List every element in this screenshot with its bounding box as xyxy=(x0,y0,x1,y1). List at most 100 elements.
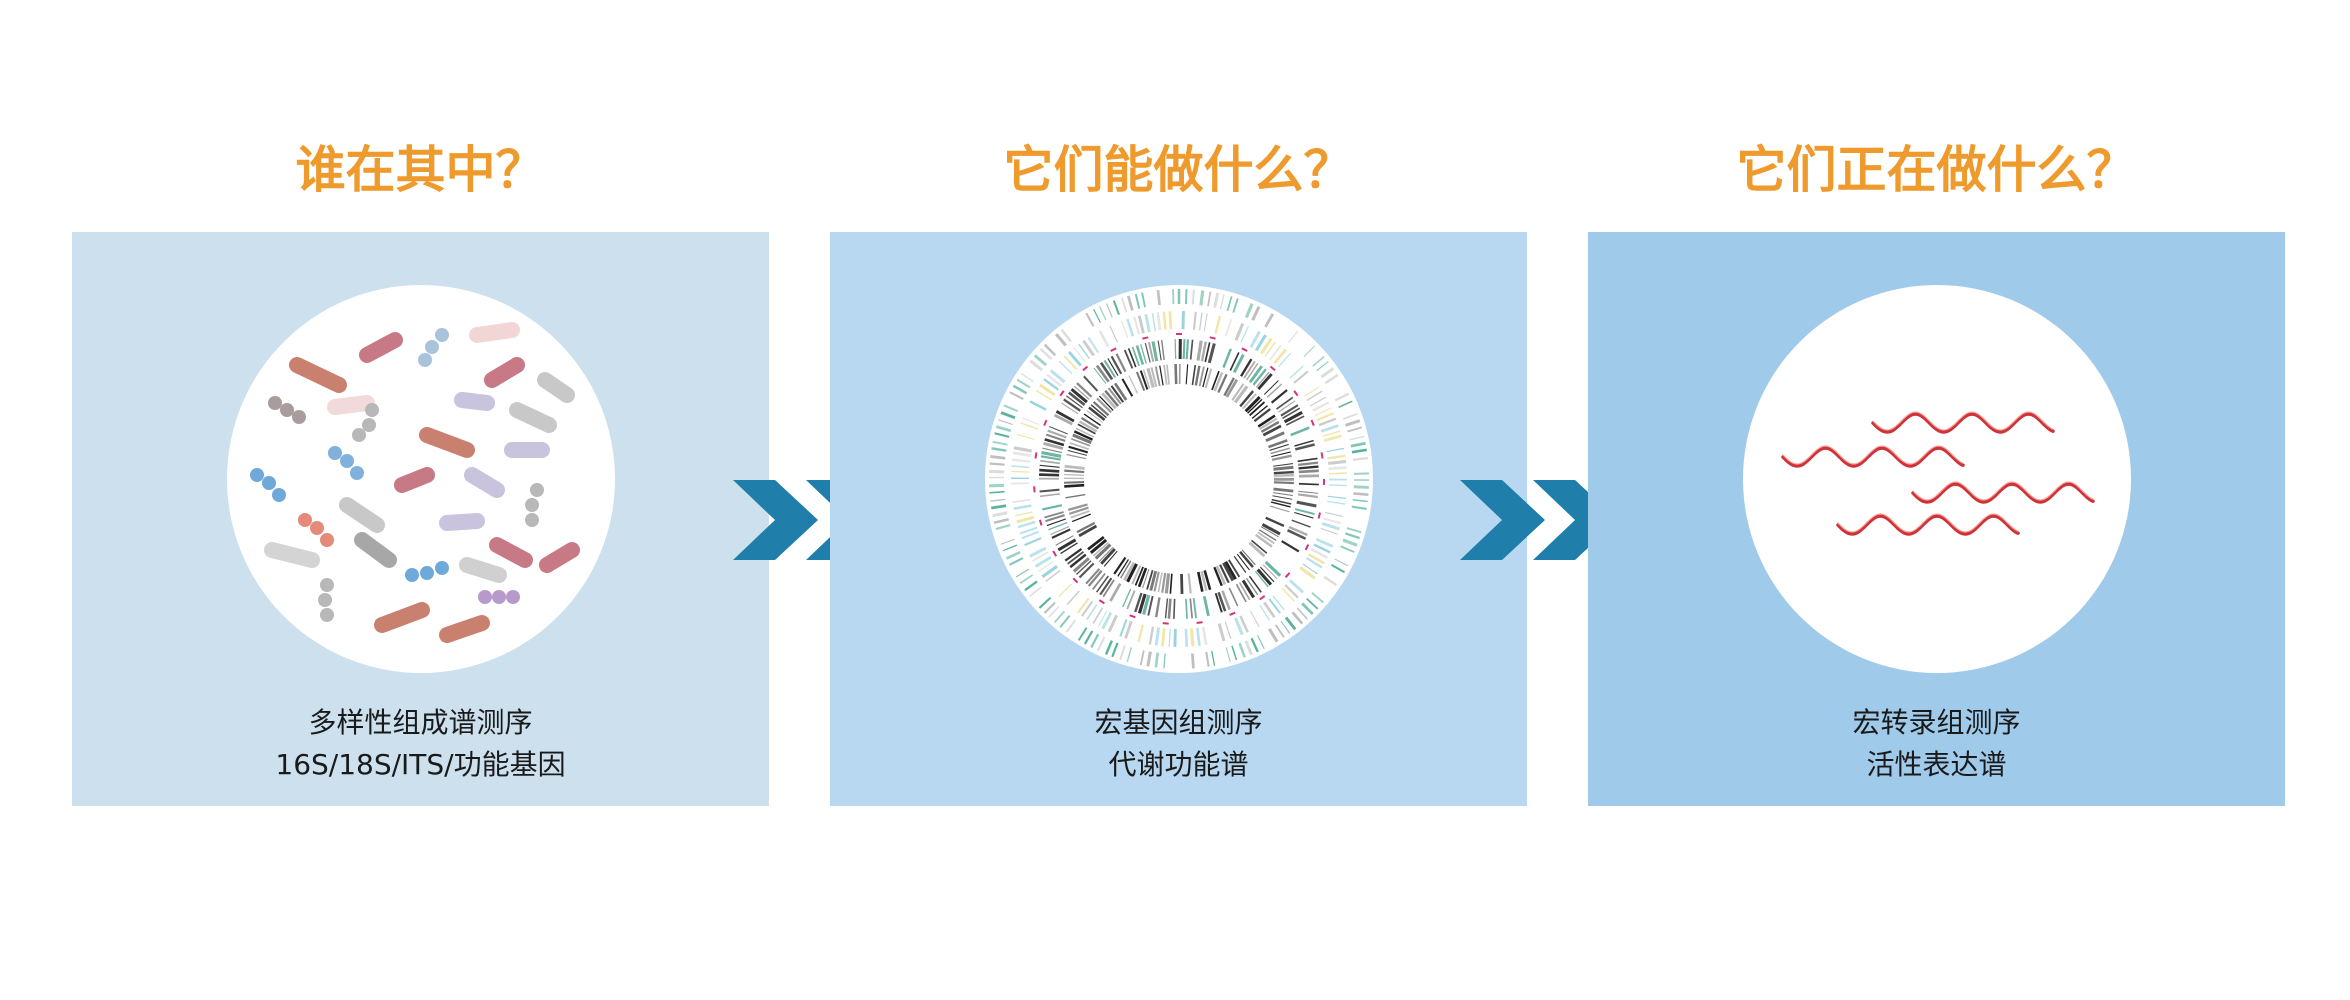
genome-tick xyxy=(1260,337,1273,355)
genome-tick xyxy=(1065,493,1086,499)
genome-tick xyxy=(1284,616,1297,631)
genome-tick xyxy=(1043,378,1060,391)
genome-tick xyxy=(1005,551,1021,560)
genome-tick xyxy=(1282,407,1301,420)
genome-tick xyxy=(1142,594,1151,615)
genome-tick xyxy=(1070,437,1091,447)
genome-tick xyxy=(1254,334,1267,352)
genome-tick xyxy=(1223,377,1235,397)
stage-2-caption-line1: 宏基因组测序 xyxy=(1094,706,1263,739)
genome-tick xyxy=(1081,600,1094,617)
genome-tick xyxy=(1097,610,1108,627)
genome-tick xyxy=(1291,519,1311,528)
genome-tick xyxy=(1239,390,1255,408)
genome-tick xyxy=(1344,532,1360,540)
genome-tick xyxy=(1077,627,1088,641)
genome-tick xyxy=(1196,340,1203,361)
genome-tick xyxy=(1191,289,1195,305)
genome-tick xyxy=(1066,453,1087,460)
genome-tick xyxy=(1327,495,1346,500)
genome-tick xyxy=(1067,449,1088,456)
genome-tick xyxy=(1249,610,1260,627)
genome-tick xyxy=(1320,527,1338,535)
genome-tick xyxy=(993,517,1009,524)
genome-tick xyxy=(1080,417,1100,430)
genome-tick xyxy=(1271,498,1292,505)
genome-tick xyxy=(1245,362,1259,381)
genome-tick xyxy=(1221,590,1231,610)
genome-tick xyxy=(1126,563,1138,583)
genome-tick xyxy=(1273,470,1294,475)
genome-tick xyxy=(1109,325,1118,343)
genome-tick xyxy=(1296,607,1308,620)
genome-tick xyxy=(1142,568,1150,589)
genome-tick xyxy=(1137,593,1147,614)
genome-tick xyxy=(1226,296,1233,312)
genome-tick xyxy=(1019,526,1038,535)
genome-tick xyxy=(1249,330,1261,349)
genome-tick xyxy=(1168,311,1173,330)
genome-tick xyxy=(1238,642,1246,658)
genome-tick xyxy=(994,432,1010,438)
genome-tick xyxy=(1248,365,1264,384)
genome-tick xyxy=(1083,375,1099,392)
genome-tick xyxy=(1224,319,1232,337)
genome-tick xyxy=(1320,424,1339,433)
genome-tick xyxy=(1003,404,1019,413)
stage-3-title: 它们正在做什么？ xyxy=(1736,141,2137,199)
genome-tick xyxy=(1270,389,1288,404)
genome-tick xyxy=(1291,611,1304,625)
genome-tick xyxy=(1039,468,1060,473)
genome-tick xyxy=(1264,313,1275,328)
genome-tick xyxy=(1231,383,1245,401)
genome-tick xyxy=(1286,529,1307,540)
genome-tick xyxy=(1051,528,1071,539)
genome-tick xyxy=(1064,481,1085,484)
genome-tick xyxy=(1283,411,1303,424)
stage-1-caption-line1: 多样性组成谱测序 xyxy=(308,706,533,739)
genome-tick xyxy=(1094,543,1112,560)
genome-tick xyxy=(1316,361,1329,372)
genome-tick xyxy=(992,511,1008,518)
genome-tick xyxy=(1199,290,1205,306)
genome-tick xyxy=(1265,431,1285,443)
genome-tick xyxy=(1000,538,1015,545)
genome-tick xyxy=(1121,297,1128,313)
genome-tick xyxy=(1228,587,1239,607)
genome-tick xyxy=(1096,636,1106,652)
genome-tick xyxy=(1251,405,1268,419)
genome-tick xyxy=(1288,525,1308,537)
genome-tick xyxy=(1259,417,1278,430)
circular-genome-plot xyxy=(985,285,1373,673)
genome-tick xyxy=(1273,473,1294,477)
genome-tick xyxy=(1133,316,1141,335)
genome-tick xyxy=(1076,382,1093,398)
genome-tick xyxy=(1299,566,1316,580)
rna-strand-highlight xyxy=(1837,513,2019,533)
genome-tick xyxy=(1059,614,1071,628)
genome-tick xyxy=(1146,651,1152,667)
genome-tick xyxy=(1013,504,1032,511)
genome-tick xyxy=(1149,570,1158,591)
genome-tick xyxy=(1322,430,1341,437)
genome-tick xyxy=(1194,365,1201,386)
genome-tick xyxy=(1271,451,1291,458)
genome-tick xyxy=(1274,624,1285,638)
genome-tick xyxy=(1306,597,1319,610)
genome-tick xyxy=(1225,378,1239,398)
genome-tick xyxy=(1073,430,1094,441)
genome-tick xyxy=(1281,587,1295,602)
genome-tick xyxy=(1260,566,1275,583)
genome-tick xyxy=(1257,373,1273,390)
genome-tick xyxy=(1323,434,1342,442)
genome-tick xyxy=(1092,572,1106,590)
genome-tick xyxy=(1167,598,1172,619)
genome-tick xyxy=(1078,524,1098,538)
genome-tick xyxy=(1115,353,1127,373)
genome-tick xyxy=(1238,582,1251,601)
genome-tick xyxy=(1157,572,1163,593)
genome-tick xyxy=(1046,518,1067,527)
genome-tick xyxy=(1268,439,1288,449)
genome-tick xyxy=(1066,395,1083,409)
genome-tick xyxy=(1045,514,1065,523)
